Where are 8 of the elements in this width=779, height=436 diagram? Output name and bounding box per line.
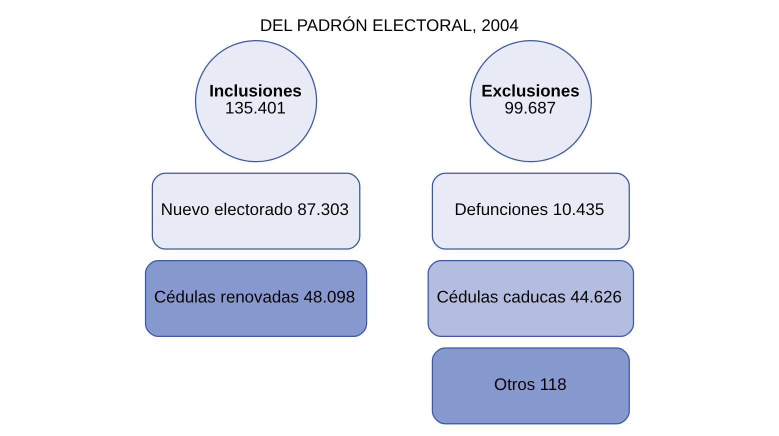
node-box: Cédulas renovadas 48.098 [144, 259, 368, 337]
node-circle: Inclusiones 135.401 [194, 39, 318, 162]
node-box: Cédulas caducas 44.626 [428, 259, 634, 337]
node-box: Otros 118 [432, 346, 630, 424]
diagram-title: DEL PADRÓN ELECTORAL, 2004 [260, 15, 519, 34]
node-circle: Exclusiones 99.687 [470, 39, 592, 162]
node-box: Nuevo electorado 87.303 [152, 172, 360, 250]
node-box: Defunciones 10.435 [432, 172, 630, 250]
